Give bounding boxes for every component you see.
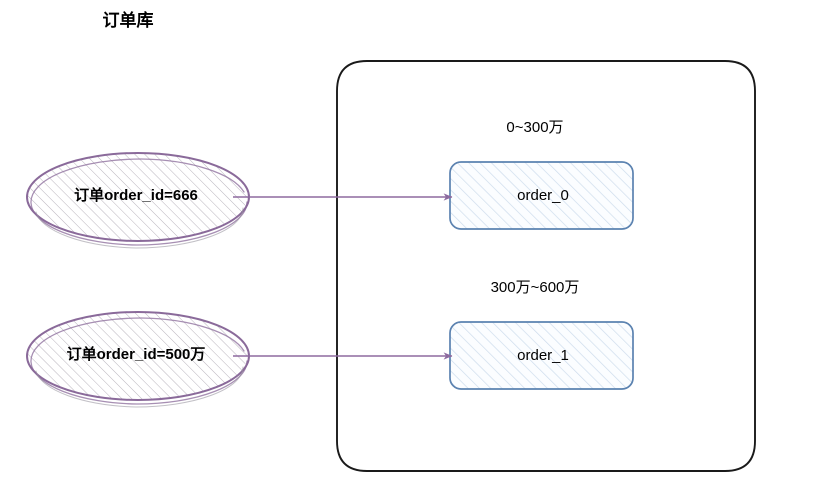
- shard-range-label-1: 300万~600万: [490, 279, 580, 296]
- request-ellipse-order-500w[interactable]: [25, 310, 250, 408]
- request-ellipse-order-666[interactable]: [25, 151, 250, 249]
- request-label-1: 订单order_id=500万: [66, 346, 206, 363]
- shard-box-order-1[interactable]: [449, 321, 634, 390]
- request-label-0: 订单order_id=666: [74, 187, 198, 204]
- shard-table-label-1: order_1: [517, 347, 569, 364]
- order-db-title: 订单库: [102, 11, 154, 30]
- shard-range-label-0: 0~300万: [506, 119, 564, 136]
- shard-table-label-0: order_0: [517, 187, 569, 204]
- shard-box-order-0[interactable]: [449, 161, 634, 230]
- order-db-container: [336, 60, 756, 472]
